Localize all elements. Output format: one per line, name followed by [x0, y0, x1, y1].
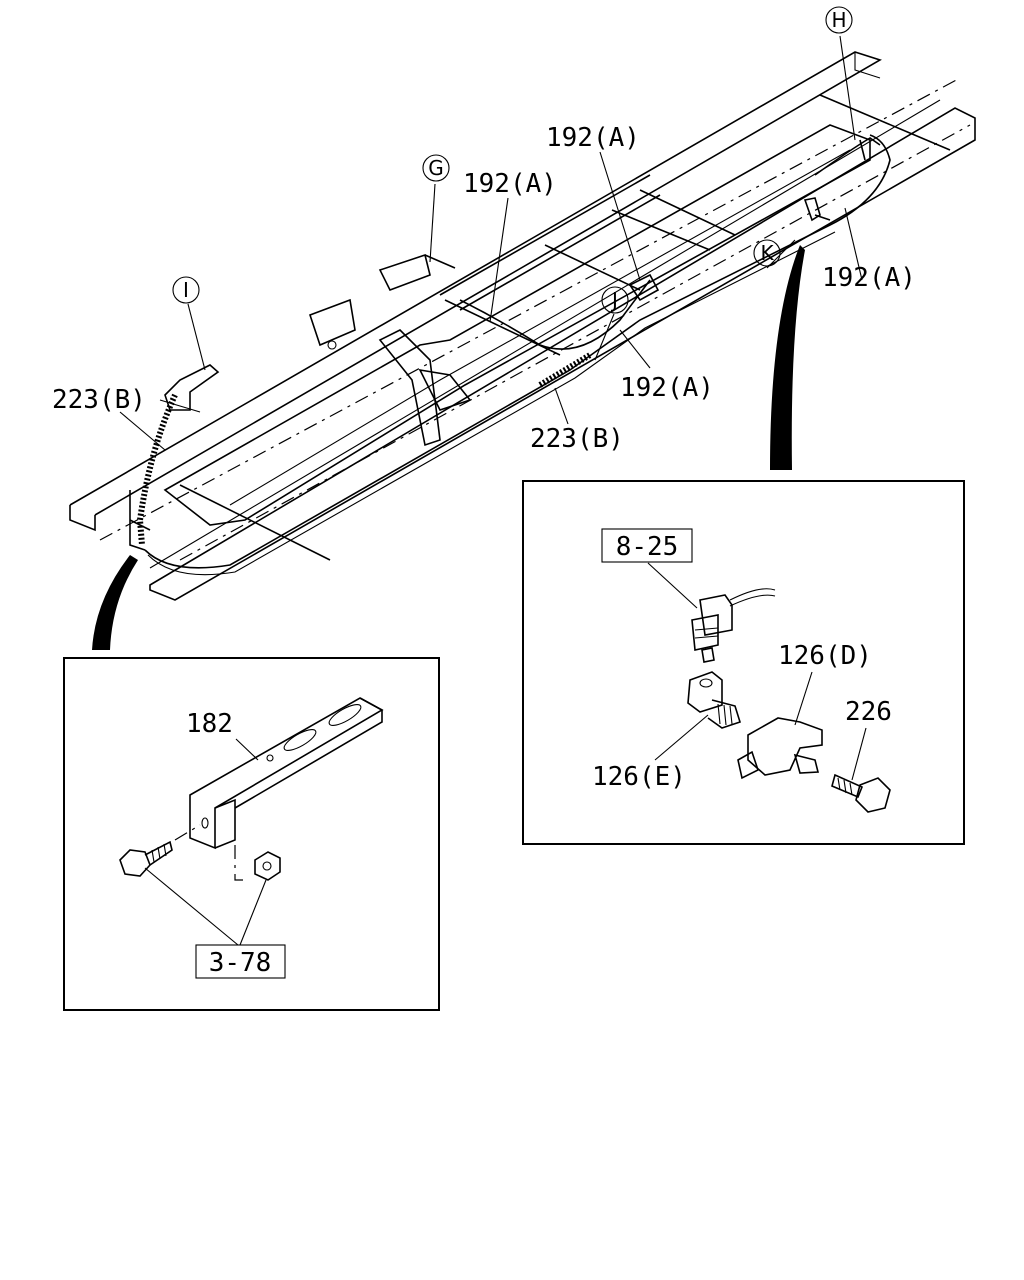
callout-G: G — [422, 154, 450, 182]
label-182: 182 — [186, 709, 233, 739]
callout-I: I — [172, 276, 200, 304]
callout-I-text: I — [183, 278, 189, 302]
callout-G-text: G — [428, 156, 444, 180]
detail-panel-left: 182 3-78 — [63, 657, 440, 1011]
bolt-226 — [831, 773, 891, 813]
callout-J: J — [601, 286, 629, 314]
label-126d: 126(D) — [778, 641, 872, 671]
nut-3-78 — [254, 851, 281, 881]
label-192a-left: 192(A) — [463, 169, 557, 199]
bracket-182 — [174, 697, 384, 881]
label-192a-right: 192(A) — [822, 263, 916, 293]
pressure-switch — [691, 588, 776, 663]
label-223b-left: 223(B) — [52, 385, 146, 415]
label-192a-top: 192(A) — [546, 123, 640, 153]
union-fitting-e — [687, 671, 741, 729]
tee-fitting-d — [737, 717, 823, 780]
boxed-ref-8-25 — [601, 528, 693, 563]
callout-K-text: K — [760, 241, 774, 265]
leader-lines — [119, 35, 863, 451]
chassis-frame — [69, 51, 976, 601]
ref-3-78-text: 3-78 — [209, 948, 272, 978]
boxed-ref-3-78 — [195, 944, 286, 979]
callout-K: K — [753, 239, 781, 267]
detail-panel-right: 8-25 — [522, 480, 965, 845]
label-192a-mid: 192(A) — [620, 373, 714, 403]
label-223b-mid: 223(B) — [530, 424, 624, 454]
detail-pointer-right — [770, 245, 805, 470]
bolt-3-78 — [119, 840, 173, 877]
detail-pointer-left — [92, 555, 138, 650]
ref-8-25-text: 8-25 — [616, 532, 679, 562]
callout-J-text: J — [610, 288, 618, 312]
callout-H: H — [825, 6, 853, 34]
callout-H-text: H — [831, 8, 846, 32]
label-126e: 126(E) — [592, 762, 686, 792]
label-226: 226 — [845, 697, 892, 727]
